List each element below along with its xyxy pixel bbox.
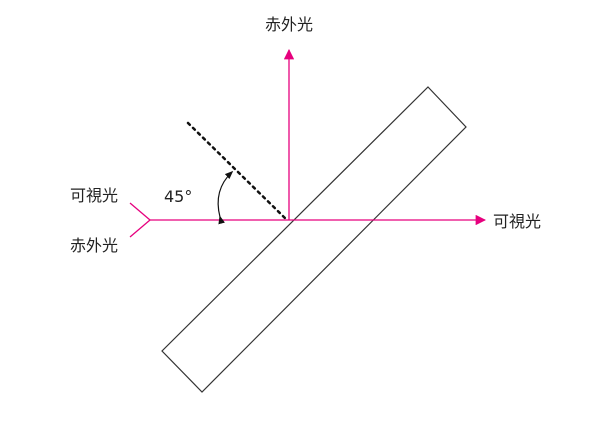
label-visible-right: 可視光 [493, 212, 541, 231]
label-infrared-top: 赤外光 [265, 15, 313, 34]
incoming-beam-lower-branch [129, 219, 151, 238]
incoming-beam-upper-branch [129, 202, 151, 221]
label-infrared-left: 赤外光 [70, 236, 118, 255]
label-angle: 45° [164, 187, 192, 206]
normal-dotted-line [186, 121, 289, 222]
beam-splitter-plate [161, 86, 467, 393]
angle-arc [217, 170, 234, 225]
label-visible-left: 可視光 [70, 186, 118, 205]
